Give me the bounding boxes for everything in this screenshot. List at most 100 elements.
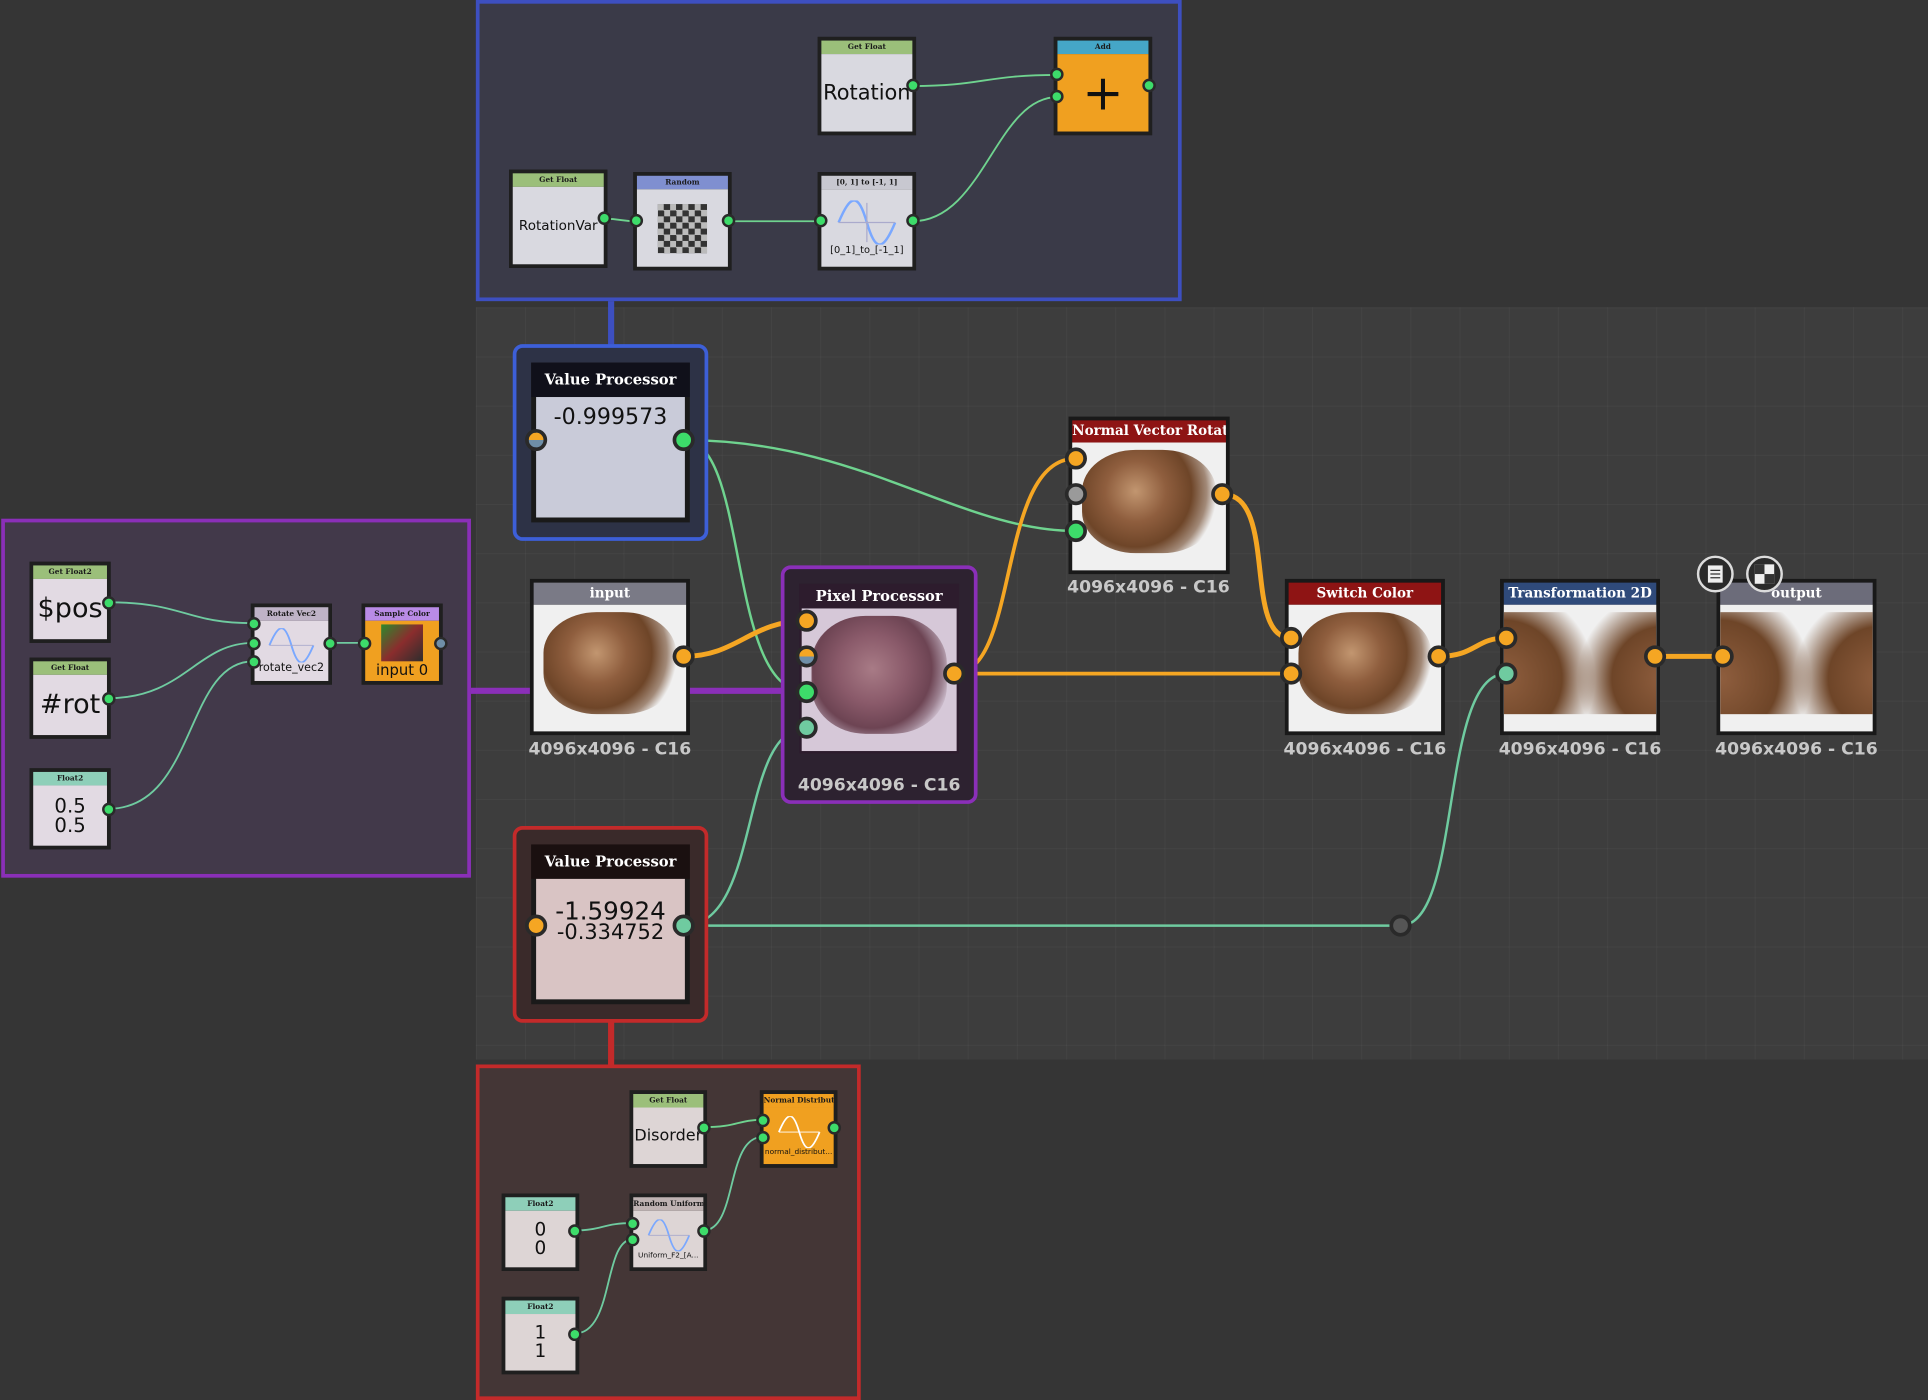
output-port[interactable] — [827, 1121, 842, 1135]
input-port[interactable] — [1064, 483, 1087, 506]
resolution-label: 4096x4096 - C16 — [1283, 739, 1447, 760]
input-port[interactable] — [756, 1113, 770, 1128]
input-port[interactable] — [1280, 662, 1303, 685]
input-port[interactable] — [795, 645, 818, 668]
node-input[interactable]: input — [529, 578, 690, 736]
output-port[interactable] — [672, 645, 695, 668]
output-port[interactable] — [597, 211, 612, 225]
node-title: Random Uniform Float... — [633, 1197, 704, 1211]
node-value-x: 0 — [534, 1218, 547, 1241]
resolution-label: 4096x4096 - C16 — [528, 739, 692, 760]
node-title: Normal Vector Rotation — [1072, 420, 1226, 443]
input-port[interactable] — [525, 428, 548, 452]
document-icon[interactable] — [1696, 555, 1734, 593]
node-switch-color[interactable]: Switch Color — [1284, 578, 1445, 736]
node-title: Value Processor — [531, 844, 690, 879]
input-port[interactable] — [1495, 662, 1518, 685]
node-value-x: 1 — [534, 1321, 547, 1344]
node-title: Get Float — [512, 173, 604, 187]
output-port[interactable] — [102, 596, 116, 610]
output-port[interactable] — [672, 914, 695, 937]
input-port[interactable] — [1050, 89, 1064, 104]
input-port[interactable] — [1050, 67, 1064, 82]
output-port[interactable] — [323, 636, 337, 651]
node-random-uniform[interactable]: Random Uniform Float... Uniform_F2_[A... — [629, 1193, 708, 1271]
node-title: output — [1720, 582, 1873, 605]
node-float2-one[interactable]: Float2 1 1 — [501, 1296, 580, 1375]
node-output[interactable]: output — [1716, 578, 1877, 736]
input-port[interactable] — [625, 1216, 640, 1231]
node-remap[interactable]: [0, 1] to [-1, 1] [0_1]_to_[-1_1] — [817, 172, 917, 271]
output-port[interactable] — [1427, 645, 1450, 668]
input-port[interactable] — [1495, 626, 1518, 650]
noise-thumbnail — [636, 189, 728, 267]
output-port[interactable] — [568, 1224, 582, 1238]
output-port[interactable] — [1211, 483, 1234, 506]
node-value: $pos — [33, 578, 107, 640]
input-port[interactable] — [1280, 626, 1303, 650]
output-port[interactable] — [697, 1224, 711, 1238]
sine-icon — [647, 1218, 690, 1251]
node-normal-vector-rotation[interactable]: Normal Vector Rotation — [1068, 416, 1230, 575]
input-port[interactable] — [795, 609, 818, 632]
node-get-float-disorder[interactable]: Get Float Disorder — [629, 1090, 708, 1168]
node-title: Normal Distribution — [763, 1093, 834, 1108]
node-normal-distribution[interactable]: Normal Distribution normal_distribut... — [759, 1090, 838, 1168]
node-add[interactable]: Add + — [1053, 36, 1153, 136]
node-value-y: -0.334752 — [556, 920, 665, 946]
output-port[interactable] — [1142, 78, 1156, 93]
input-port[interactable] — [795, 680, 818, 704]
input-port[interactable] — [1711, 645, 1734, 668]
output-port[interactable] — [721, 213, 736, 228]
node-random[interactable]: Random — [633, 172, 732, 271]
output-port[interactable] — [697, 1121, 711, 1135]
node-title: Get Float — [633, 1093, 704, 1108]
input-port[interactable] — [756, 1130, 770, 1145]
checker-icon[interactable] — [1746, 555, 1783, 593]
node-label: normal_distribut... — [764, 1147, 833, 1157]
output-port[interactable] — [672, 428, 695, 452]
output-port[interactable] — [906, 213, 920, 228]
resolution-label: 4096x4096 - C16 — [797, 775, 961, 796]
node-value-x: -1.59924 — [555, 896, 666, 926]
sine-icon — [268, 627, 315, 662]
output-port[interactable] — [906, 78, 920, 93]
input-port[interactable] — [625, 1232, 640, 1247]
reroute-dot[interactable] — [1389, 914, 1412, 937]
node-float2-half[interactable]: Float2 0.5 0.5 — [29, 768, 111, 850]
input-port[interactable] — [247, 617, 261, 631]
node-get-float-rotation[interactable]: Get Float Rotation — [817, 36, 917, 136]
sine-icon — [777, 1115, 820, 1148]
node-title: Transformation 2D — [1503, 582, 1657, 605]
node-title: Rotate Vec2 — [254, 607, 329, 621]
node-value: Disorder — [633, 1107, 704, 1165]
node-get-float-rotationvar[interactable]: Get Float RotationVar — [509, 169, 608, 268]
output-port[interactable] — [102, 692, 116, 706]
output-port[interactable] — [1643, 645, 1667, 668]
input-port[interactable] — [247, 636, 261, 651]
sine-icon — [837, 200, 897, 245]
node-float2-zero[interactable]: Float2 0 0 — [501, 1193, 580, 1271]
input-port[interactable] — [1064, 447, 1087, 470]
node-value-x: 0.5 — [54, 793, 86, 817]
input-port[interactable] — [629, 213, 644, 228]
input-port[interactable] — [357, 636, 372, 651]
input-port[interactable] — [813, 213, 828, 228]
input-port[interactable] — [795, 716, 818, 739]
node-sample-color[interactable]: Sample Color input 0 — [361, 603, 443, 685]
output-port[interactable] — [943, 662, 966, 685]
output-port[interactable] — [568, 1327, 582, 1342]
output-port[interactable] — [102, 802, 116, 817]
input-port[interactable] — [525, 914, 548, 937]
input-port[interactable] — [247, 655, 261, 669]
node-transformation-2d[interactable]: Transformation 2D — [1500, 578, 1660, 736]
node-get-float-rot[interactable]: Get Float #rot — [29, 657, 111, 739]
node-value-processor-bottom[interactable]: Value Processor -1.59924 -0.334752 — [512, 826, 709, 1023]
node-label: Uniform_F2_[A... — [638, 1250, 699, 1260]
node-title: Get Float — [821, 40, 913, 55]
node-title: Get Float — [33, 661, 107, 675]
input-port[interactable] — [1064, 519, 1087, 543]
node-rotate-vec2[interactable]: Rotate Vec2 rotate_vec2 — [250, 603, 332, 685]
output-port[interactable] — [434, 636, 448, 651]
node-get-float2-pos[interactable]: Get Float2 $pos — [29, 561, 111, 643]
